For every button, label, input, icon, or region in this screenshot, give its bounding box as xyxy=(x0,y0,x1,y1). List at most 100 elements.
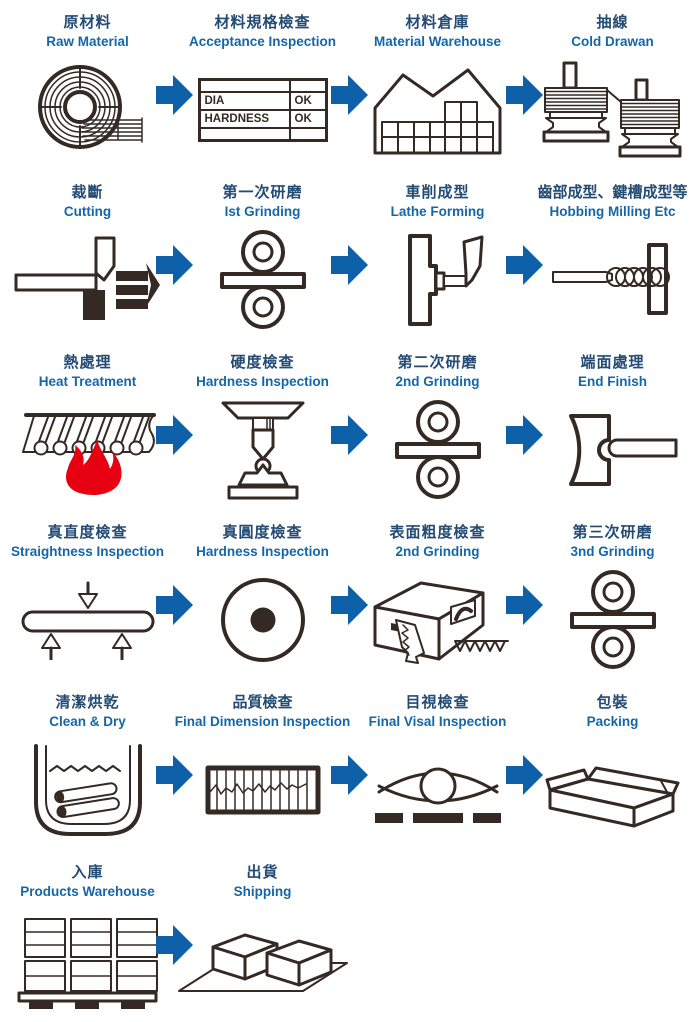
inspection-cell xyxy=(288,78,327,93)
flow-arrow-icon xyxy=(506,415,544,455)
flow-arrow-icon xyxy=(331,245,369,285)
eye-icon xyxy=(350,729,525,850)
straightness-icon xyxy=(0,559,175,680)
step-title-zh: 車削成型 xyxy=(405,184,470,201)
step-products-warehouse: 入庫 Products Warehouse xyxy=(0,850,175,1022)
grinding-rollers-icon xyxy=(175,219,350,340)
hardness-tester-icon xyxy=(175,389,350,510)
step-title-en: Hardness Inspection xyxy=(196,544,329,559)
step-cold-drawn: 抽線 Cold Drawan xyxy=(525,0,700,170)
process-row-6: 入庫 Products Warehouse 出貨 Shipp xyxy=(0,850,700,1022)
step-raw-material: 原材料 Raw Material xyxy=(0,0,175,170)
step-title-en: Final Visal Inspection xyxy=(368,714,507,729)
hobbing-icon xyxy=(525,219,700,340)
step-title-en: 2nd Grinding xyxy=(395,374,480,389)
flow-arrow-icon xyxy=(156,245,194,285)
step-title-en: Ist Grinding xyxy=(224,204,301,219)
wire-drawing-icon xyxy=(525,49,700,170)
flow-arrow-icon xyxy=(506,75,544,115)
step-title-zh: 表面粗度檢查 xyxy=(389,524,486,541)
pallet-icon xyxy=(0,899,175,1022)
step-title-zh: 材料倉庫 xyxy=(405,14,470,31)
step-shipping: 出貨 Shipping xyxy=(175,850,350,1022)
step-title-zh: 抽線 xyxy=(596,14,629,31)
process-row-3: 熱處理 Heat Treatment 硬度檢查 Hardness Inspect… xyxy=(0,340,700,510)
process-row-2: 裁斷 Cutting 第一次研磨 Ist Grinding xyxy=(0,170,700,340)
step-title-en: Final Dimension Inspection xyxy=(174,714,351,729)
step-title-en: Heat Treatment xyxy=(38,374,137,389)
inspection-cell: DIA xyxy=(198,90,291,111)
step-title-zh: 真圓度檢查 xyxy=(222,524,303,541)
roughness-tester-icon xyxy=(350,559,525,680)
step-title-en: Shipping xyxy=(233,884,292,899)
inspection-cell: OK xyxy=(288,90,327,111)
step-title-zh: 包裝 xyxy=(596,694,629,711)
flow-arrow-icon xyxy=(331,585,369,625)
step-hobbing-milling: 齒部成型、鍵槽成型等 Hobbing Milling Etc xyxy=(525,170,700,340)
clean-dry-icon xyxy=(0,729,175,850)
shipping-icon xyxy=(175,899,350,1022)
flow-arrow-icon xyxy=(156,75,194,115)
flow-arrow-icon xyxy=(156,755,194,795)
step-title-en: Clean & Dry xyxy=(49,714,126,729)
step-title-en: Straightness Inspection xyxy=(10,544,165,559)
step-title-zh: 熱處理 xyxy=(63,354,112,371)
strip-chart-icon xyxy=(175,729,350,850)
inspection-cell xyxy=(288,126,327,141)
process-row-1: 原材料 Raw Material 材料規格檢查 Acceptance Inspe… xyxy=(0,0,700,170)
flow-arrow-icon xyxy=(156,585,194,625)
step-material-warehouse: 材料倉庫 Material Warehouse xyxy=(350,0,525,170)
end-finish-icon xyxy=(525,389,700,510)
heat-treatment-icon xyxy=(0,389,175,510)
step-title-zh: 真直度檢查 xyxy=(47,524,128,541)
step-title-zh: 第二次研磨 xyxy=(397,354,478,371)
flow-arrow-icon xyxy=(506,245,544,285)
step-packing: 包裝 Packing xyxy=(525,680,700,850)
flow-arrow-icon xyxy=(156,925,194,965)
lathe-icon xyxy=(350,219,525,340)
step-title-en: 3nd Grinding xyxy=(570,544,655,559)
step-1st-grinding: 第一次研磨 Ist Grinding xyxy=(175,170,350,340)
step-end-finish: 端面處理 End Finish xyxy=(525,340,700,510)
step-straightness-inspection: 真直度檢查 Straightness Inspection xyxy=(0,510,175,680)
step-title-zh: 材料規格檢查 xyxy=(214,14,311,31)
step-2nd-grinding: 第二次研磨 2nd Grinding xyxy=(350,340,525,510)
step-title-zh: 品質檢查 xyxy=(232,694,293,711)
step-clean-dry: 清潔烘乾 Clean & Dry xyxy=(0,680,175,850)
grinding-rollers-icon xyxy=(350,389,525,510)
step-title-zh: 硬度檢查 xyxy=(230,354,295,371)
step-title-en: Cold Drawan xyxy=(571,34,654,49)
step-title-en: Lathe Forming xyxy=(390,204,485,219)
step-roundness-inspection: 真圓度檢查 Hardness Inspection xyxy=(175,510,350,680)
grinding-rollers-icon xyxy=(525,559,700,680)
step-cutting: 裁斷 Cutting xyxy=(0,170,175,340)
step-title-zh: 齒部成型、鍵槽成型等 xyxy=(537,184,688,201)
step-lathe-forming: 車削成型 Lathe Forming xyxy=(350,170,525,340)
step-title-en: Hobbing Milling Etc xyxy=(549,204,676,219)
step-heat-treatment: 熱處理 Heat Treatment xyxy=(0,340,175,510)
inspection-cell xyxy=(198,126,291,141)
flow-arrow-icon xyxy=(331,75,369,115)
packing-box-icon xyxy=(525,729,700,850)
step-title-en: End Finish xyxy=(578,374,647,389)
step-title-en: Raw Material xyxy=(46,34,129,49)
step-title-en: Hardness Inspection xyxy=(196,374,329,389)
step-title-en: Packing xyxy=(586,714,639,729)
step-title-zh: 端面處理 xyxy=(580,354,645,371)
flow-arrow-icon xyxy=(331,415,369,455)
warehouse-icon xyxy=(350,49,525,170)
step-title-zh: 裁斷 xyxy=(71,184,104,201)
step-title-en: Cutting xyxy=(63,204,112,219)
process-row-4: 真直度檢查 Straightness Inspection 真圓度檢查 Hard… xyxy=(0,510,700,680)
step-title-zh: 入庫 xyxy=(71,864,104,881)
flow-arrow-icon xyxy=(506,755,544,795)
step-3rd-grinding: 第三次研磨 3nd Grinding xyxy=(525,510,700,680)
step-title-en: Material Warehouse xyxy=(373,34,502,49)
roundness-icon xyxy=(175,559,350,680)
step-surface-roughness-inspection: 表面粗度檢查 2nd Grinding xyxy=(350,510,525,680)
step-final-visual-inspection: 目視檢查 Final Visal Inspection xyxy=(350,680,525,850)
inspection-cell: OK xyxy=(288,108,327,129)
step-title-en: Acceptance Inspection xyxy=(188,34,337,49)
